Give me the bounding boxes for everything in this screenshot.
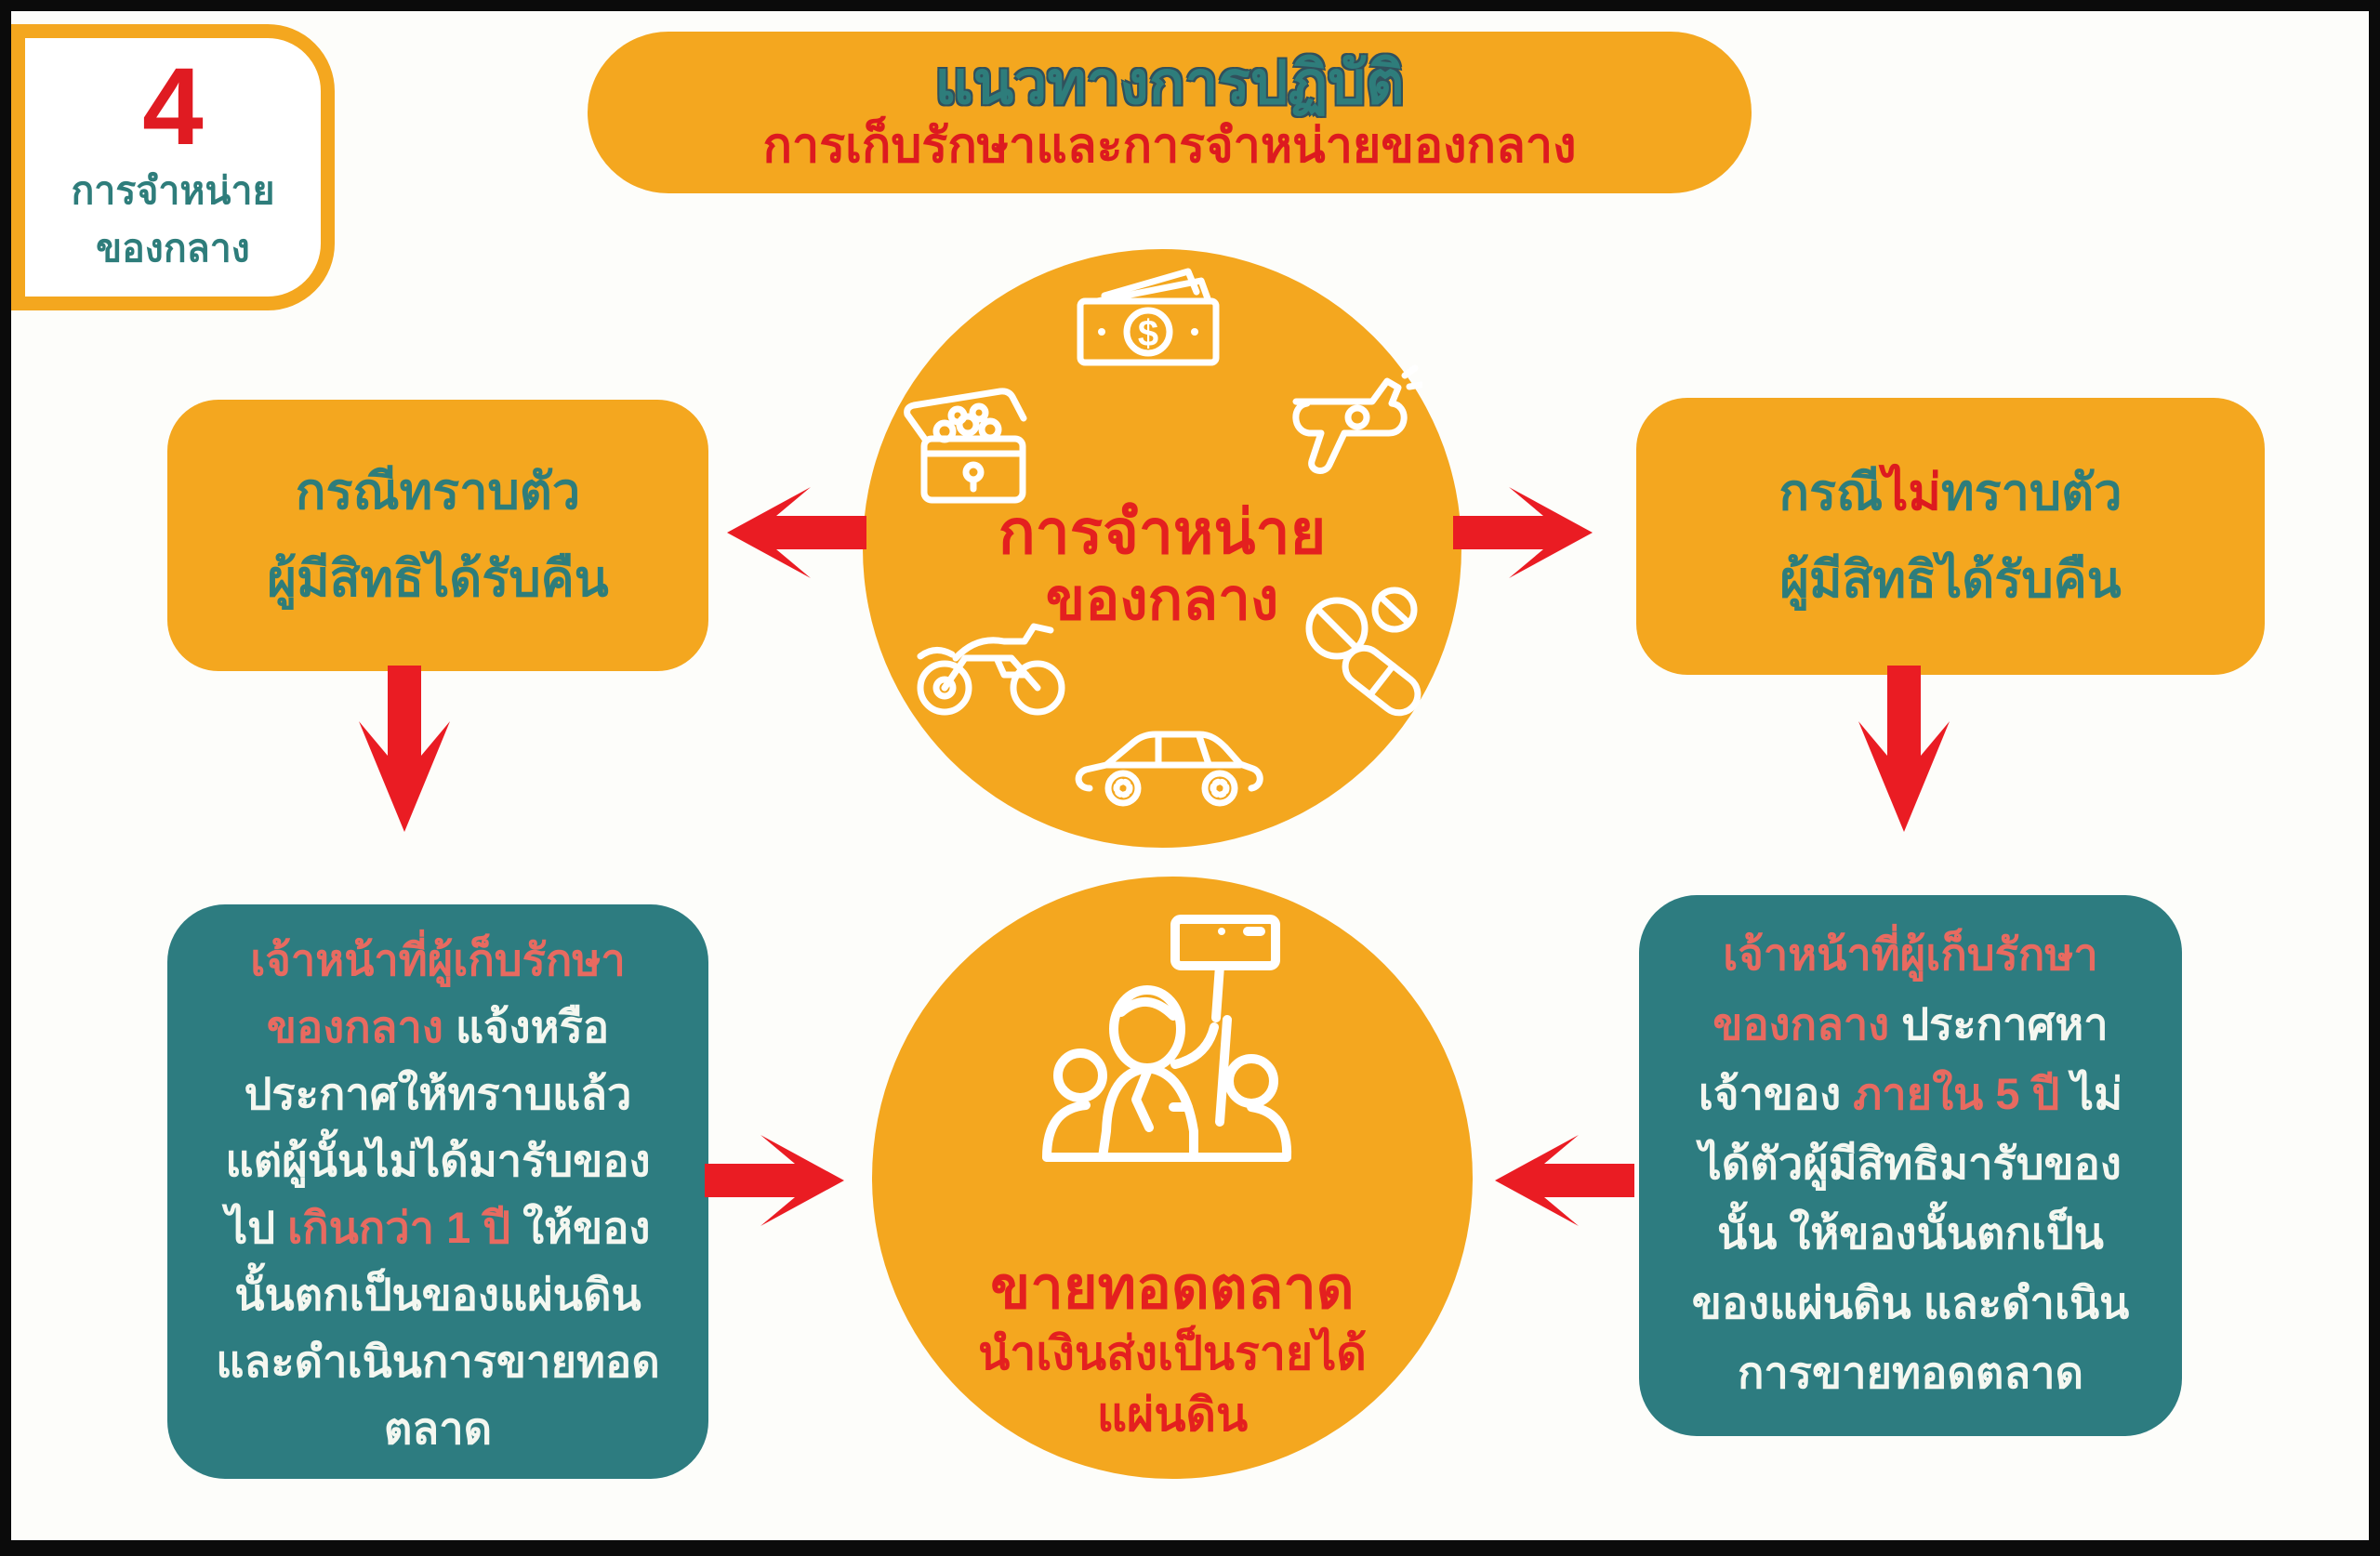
banknote-icon: $ <box>1069 260 1227 372</box>
page-subtitle: การเก็บรักษาและการจำหน่ายของกลาง <box>762 119 1577 174</box>
disposal-label-line1: การจำหน่าย <box>998 497 1327 566</box>
auction-circle: ขายทอดตลาด นำเงินส่งเป็นรายได้ แผ่นดิน <box>872 877 1473 1479</box>
title-banner: แนวทางการปฏิบัติ การเก็บรักษาและการจำหน่… <box>588 32 1752 193</box>
known-owner-detail-box: เจ้าหน้าที่ผู้เก็บรักษาของกลาง แจ้งหรือป… <box>167 904 708 1479</box>
text-line: การขายทอดตลาด <box>1737 1348 2084 1397</box>
case-unknown-owner-box: กรณีไม่ทราบตัวผู้มีสิทธิได้รับคืน <box>1636 398 2265 675</box>
text-line: ประกาศให้ทราบแล้ว <box>244 1069 632 1118</box>
text-line: ของกลาง ประกาศหา <box>1712 999 2109 1048</box>
arrow-unknown-to-auction-icon <box>1495 1135 1634 1226</box>
disposal-circle: $ <box>863 249 1461 848</box>
text-line: เจ้าหน้าที่ผู้เก็บรักษา <box>250 935 626 984</box>
arrow-left-to-known-icon <box>727 487 866 578</box>
motorcycle-icon <box>907 602 1070 719</box>
chapter-badge: 4 การจำหน่าย ของกลาง <box>11 24 335 310</box>
treasure-chest-icon <box>896 385 1040 508</box>
auction-title: ขายทอดตลาด <box>990 1256 1355 1321</box>
text-line: ตลาด <box>383 1404 493 1453</box>
text-line: เจ้าหน้าที่ผู้เก็บรักษา <box>1723 930 2098 979</box>
svg-text:$: $ <box>1138 313 1158 354</box>
text-line: เจ้าของ ภายใน 5 ปี ไม่ <box>1698 1069 2123 1118</box>
chapter-label-line2: ของกลาง <box>96 226 250 270</box>
text-line: ผู้มีสิทธิได้รับคืน <box>267 551 609 607</box>
text-line: และดำเนินการขายทอด <box>216 1337 660 1386</box>
case-known-owner-box: กรณีทราบตัวผู้มีสิทธิได้รับคืน <box>167 400 708 671</box>
text-line: นั้นตกเป็นของแผ่นดิน <box>234 1270 641 1319</box>
text-line: แต่ผู้นั้นไม่ได้มารับของ <box>225 1136 651 1185</box>
chapter-label-line1: การจำหน่าย <box>71 169 275 213</box>
text-line: กรณีทราบตัว <box>295 463 581 520</box>
text-line: ไป เกินกว่า 1 ปี ให้ของ <box>225 1203 651 1252</box>
disposal-label-line2: ของกลาง <box>1045 568 1279 632</box>
chapter-number: 4 <box>142 46 204 168</box>
text-line: ได้ตัวผู้มีสิทธิมารับของ <box>1699 1139 2122 1188</box>
unknown-owner-detail-box: เจ้าหน้าที่ผู้เก็บรักษาของกลาง ประกาศหาเ… <box>1639 895 2182 1436</box>
page-title: แนวทางการปฏิบัติ <box>934 48 1405 116</box>
auction-line3: แผ่นดิน <box>1096 1389 1249 1441</box>
text-line: กรณีไม่ทราบตัว <box>1778 464 2122 521</box>
text-line: ของแผ่นดิน และดำเนิน <box>1691 1278 2130 1327</box>
auction-line2: นำเงินส่งเป็นรายได้ <box>978 1327 1367 1379</box>
arrow-known-to-auction-icon <box>705 1135 844 1226</box>
arrow-down-known-icon <box>359 666 450 832</box>
arrow-down-unknown-icon <box>1858 666 1950 832</box>
arrow-right-to-unknown-icon <box>1453 487 1593 578</box>
pills-icon <box>1289 580 1428 719</box>
text-line: ของกลาง แจ้งหรือ <box>266 1002 610 1051</box>
text-line: นั้น ให้ของนั้นตกเป็น <box>1717 1208 2104 1258</box>
auctioneer-icon <box>1028 908 1307 1224</box>
text-line: ผู้มีสิทธิได้รับคืน <box>1779 552 2122 608</box>
car-icon <box>1069 721 1264 810</box>
revolver-icon <box>1283 357 1422 487</box>
